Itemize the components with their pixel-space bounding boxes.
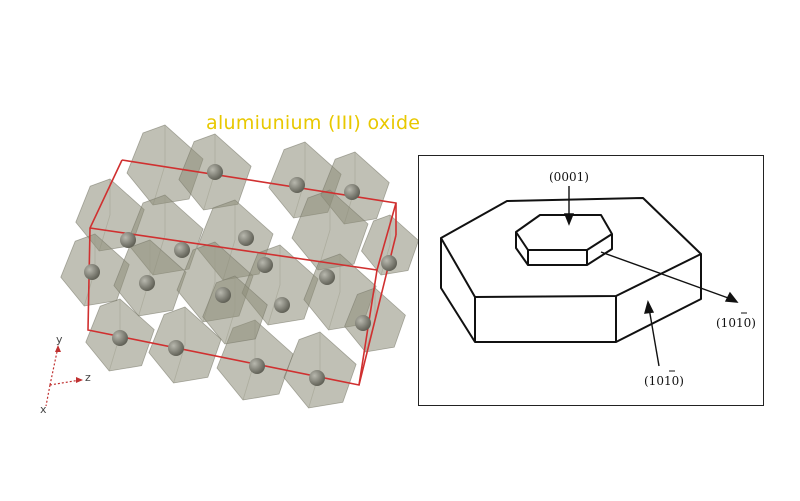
prism-face-label-right: (1010) [716, 316, 756, 330]
octahedron-edge [317, 190, 331, 271]
axis-label-y: y [56, 333, 63, 346]
atom-sphere [309, 370, 325, 386]
octahedron-edge [308, 332, 321, 409]
octahedron-edge [293, 142, 306, 219]
atom-sphere [238, 230, 254, 246]
overbar-marks [669, 312, 747, 372]
atom-sphere [207, 164, 223, 180]
atom-sphere [215, 287, 231, 303]
chart-title: alumiunium (III) oxide [206, 112, 421, 134]
atom-sphere [249, 358, 265, 374]
octahedron-edge [224, 276, 236, 345]
axis-label-z: z [85, 371, 91, 384]
atom-sphere [381, 255, 397, 271]
atom-sphere [139, 275, 155, 291]
hexagonal-prism-drawing [440, 186, 739, 367]
atom-sphere [289, 177, 305, 193]
atom-sphere [84, 264, 100, 280]
atoms [84, 164, 397, 386]
prism-face-label-front: (1010) [644, 374, 684, 388]
atom-sphere [120, 232, 136, 248]
atom-sphere [257, 257, 273, 273]
atom-sphere [174, 242, 190, 258]
axis-label-x: x [40, 403, 47, 416]
octahedron-edge [267, 245, 281, 326]
crystal-structure-model [45, 124, 419, 409]
octahedron-edge [152, 125, 166, 206]
atom-sphere [344, 184, 360, 200]
basal-face-label: (0001) [549, 170, 589, 184]
octahedron-edge [173, 307, 186, 384]
coordination-octahedra [60, 124, 419, 409]
octahedron-edge [98, 179, 111, 252]
crystal-habit-panel: (0001) (1010) (1010) [418, 155, 764, 406]
atom-sphere [274, 297, 290, 313]
octahedron-edge [328, 254, 341, 331]
atom-sphere [168, 340, 184, 356]
axis-triad [45, 345, 83, 407]
atom-sphere [355, 315, 371, 331]
atom-sphere [319, 269, 335, 285]
atom-sphere [112, 330, 128, 346]
